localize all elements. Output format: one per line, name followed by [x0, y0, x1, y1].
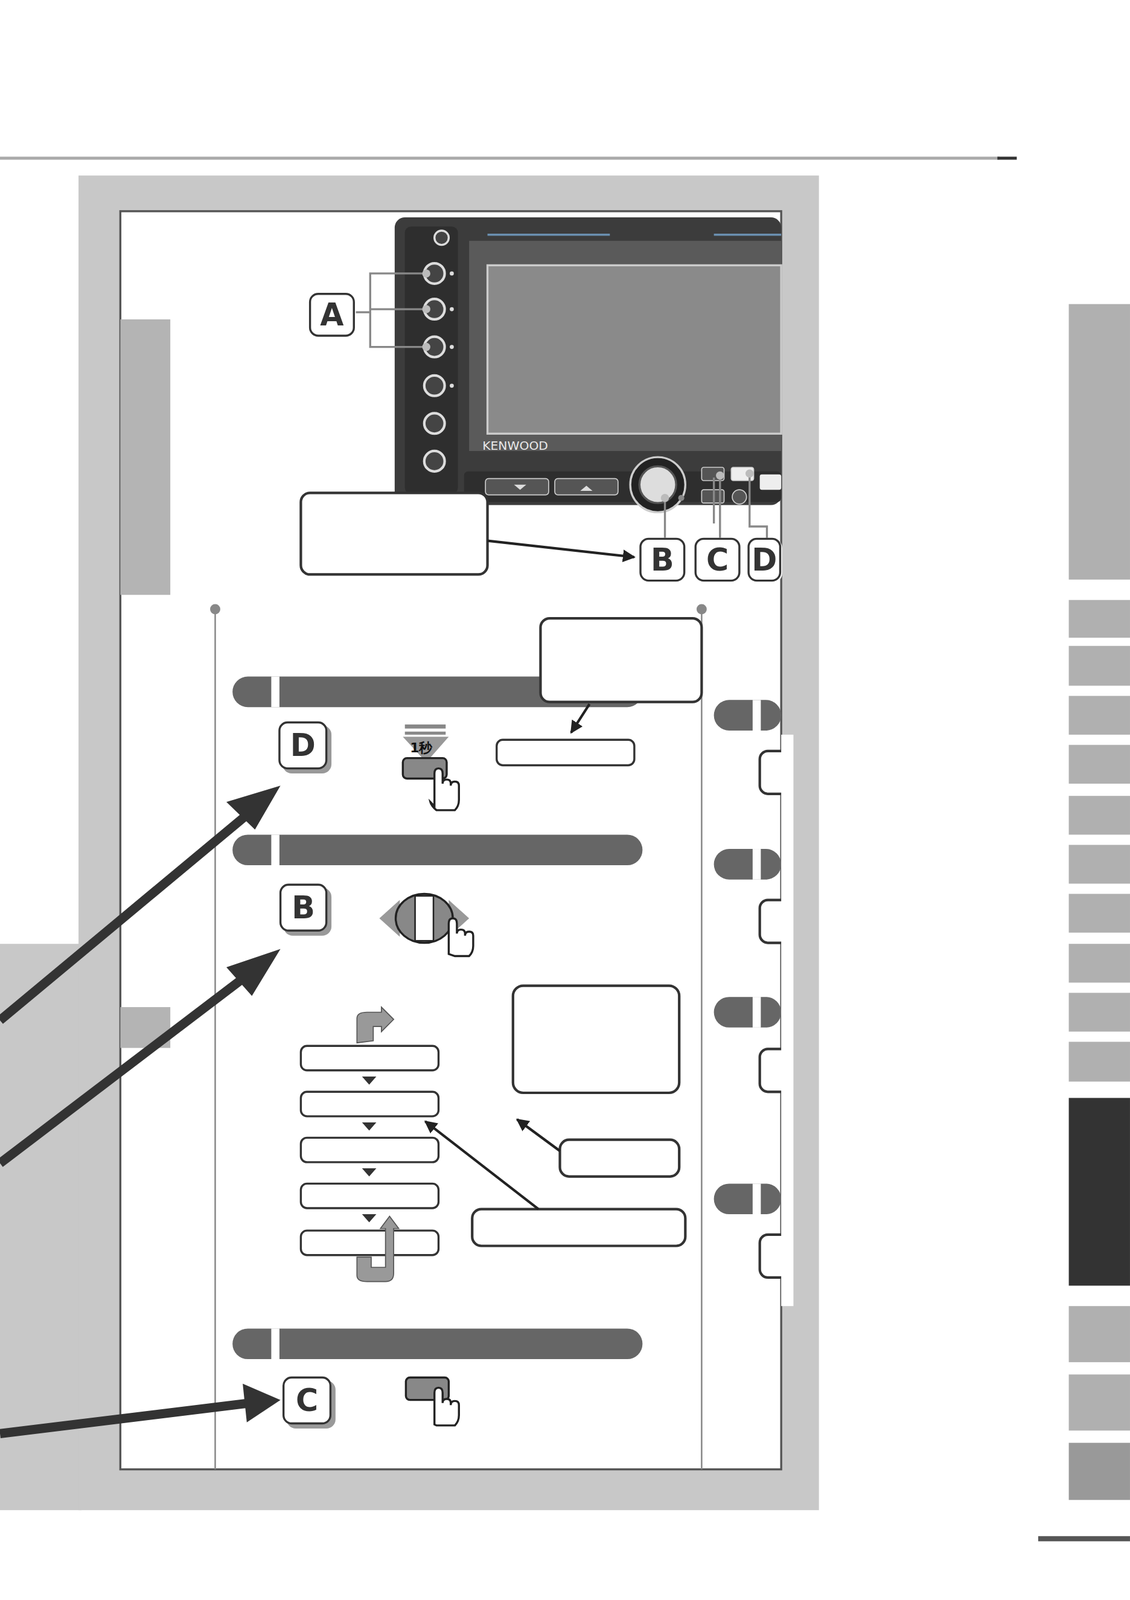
- duration-mark: 1秒: [409, 738, 433, 757]
- key-letter: D: [290, 729, 316, 761]
- step-key: C: [282, 1376, 332, 1424]
- step-key: B: [279, 883, 328, 932]
- key-letter: B: [291, 892, 316, 923]
- key-letter: B: [650, 544, 675, 576]
- step-key: D: [278, 721, 328, 770]
- key-letter: D: [751, 544, 777, 576]
- callout-letter: D: [747, 537, 782, 582]
- callout-letter: A: [309, 292, 355, 337]
- callout-letter: B: [639, 537, 686, 582]
- key-letter: A: [319, 299, 344, 331]
- key-letter: C: [295, 1384, 319, 1416]
- key-letter: C: [706, 544, 729, 576]
- brand-logo: KENWOOD: [482, 438, 549, 454]
- callout-letter: C: [694, 537, 741, 582]
